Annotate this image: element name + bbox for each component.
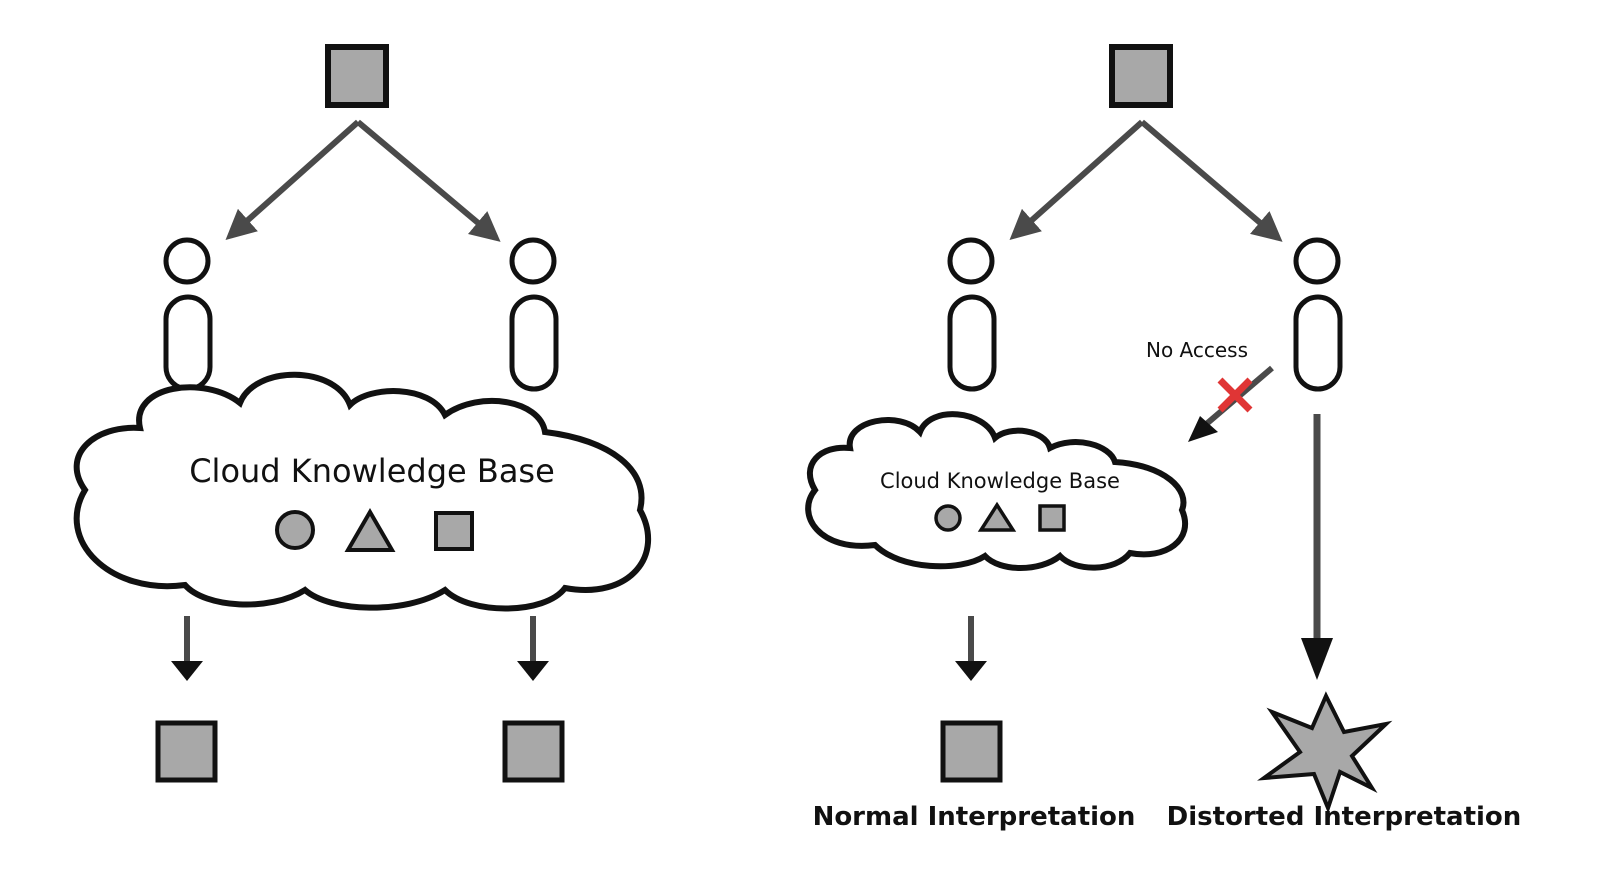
cloud-outline bbox=[73, 371, 652, 612]
triangle-shape bbox=[344, 508, 396, 552]
triangle-shape bbox=[977, 501, 1017, 532]
right-cloud-label: Cloud Knowledge Base bbox=[880, 469, 1120, 493]
right-down-arrowhead-distorted bbox=[1301, 638, 1333, 680]
right-output-square bbox=[940, 720, 1003, 783]
no-access-cross-b bbox=[1217, 377, 1253, 413]
right-person-1 bbox=[947, 237, 997, 392]
normal-interpretation-label: Normal Interpretation bbox=[813, 802, 1136, 832]
left-source-square bbox=[325, 44, 389, 108]
cloud-outline bbox=[805, 411, 1189, 571]
distorted-star-shape bbox=[1257, 691, 1393, 814]
circle-shape bbox=[934, 504, 962, 532]
person-head bbox=[947, 237, 995, 285]
left-output-square-2 bbox=[502, 720, 565, 783]
no-access: No Access bbox=[1146, 338, 1274, 442]
left-scenario: Cloud Knowledge Base bbox=[73, 44, 652, 783]
left-output-square-1 bbox=[155, 720, 218, 783]
left-person-1 bbox=[163, 237, 213, 392]
person-body bbox=[1293, 294, 1343, 392]
square-shape bbox=[434, 511, 474, 551]
right-split-arrow-left bbox=[1009, 119, 1144, 240]
right-split-arrow-right bbox=[1140, 119, 1283, 242]
left-cloud: Cloud Knowledge Base bbox=[73, 371, 652, 612]
right-cloud: Cloud Knowledge Base bbox=[805, 411, 1189, 571]
right-down-arrowhead-normal bbox=[955, 661, 987, 681]
left-split-arrow-right bbox=[356, 119, 501, 242]
person-body bbox=[509, 294, 559, 392]
square-shape bbox=[1038, 504, 1066, 532]
left-down-arrowhead-2 bbox=[517, 661, 549, 681]
left-split-arrow-left bbox=[225, 119, 360, 240]
left-person-2 bbox=[509, 237, 559, 392]
person-head bbox=[509, 237, 557, 285]
person-body bbox=[947, 294, 997, 392]
person-head bbox=[1293, 237, 1341, 285]
distorted-interpretation-label: Distorted Interpretation bbox=[1167, 802, 1522, 832]
right-scenario: Cloud Knowledge Base No Access Normal In… bbox=[805, 44, 1522, 832]
left-down-arrowhead-1 bbox=[171, 661, 203, 681]
no-access-arrowhead bbox=[1188, 416, 1218, 442]
circle-shape bbox=[275, 510, 315, 550]
no-access-label: No Access bbox=[1146, 338, 1248, 362]
left-cloud-label: Cloud Knowledge Base bbox=[189, 452, 555, 490]
right-source-square bbox=[1109, 44, 1173, 108]
person-body bbox=[163, 294, 213, 392]
person-head bbox=[163, 237, 211, 285]
right-person-2 bbox=[1293, 237, 1343, 392]
